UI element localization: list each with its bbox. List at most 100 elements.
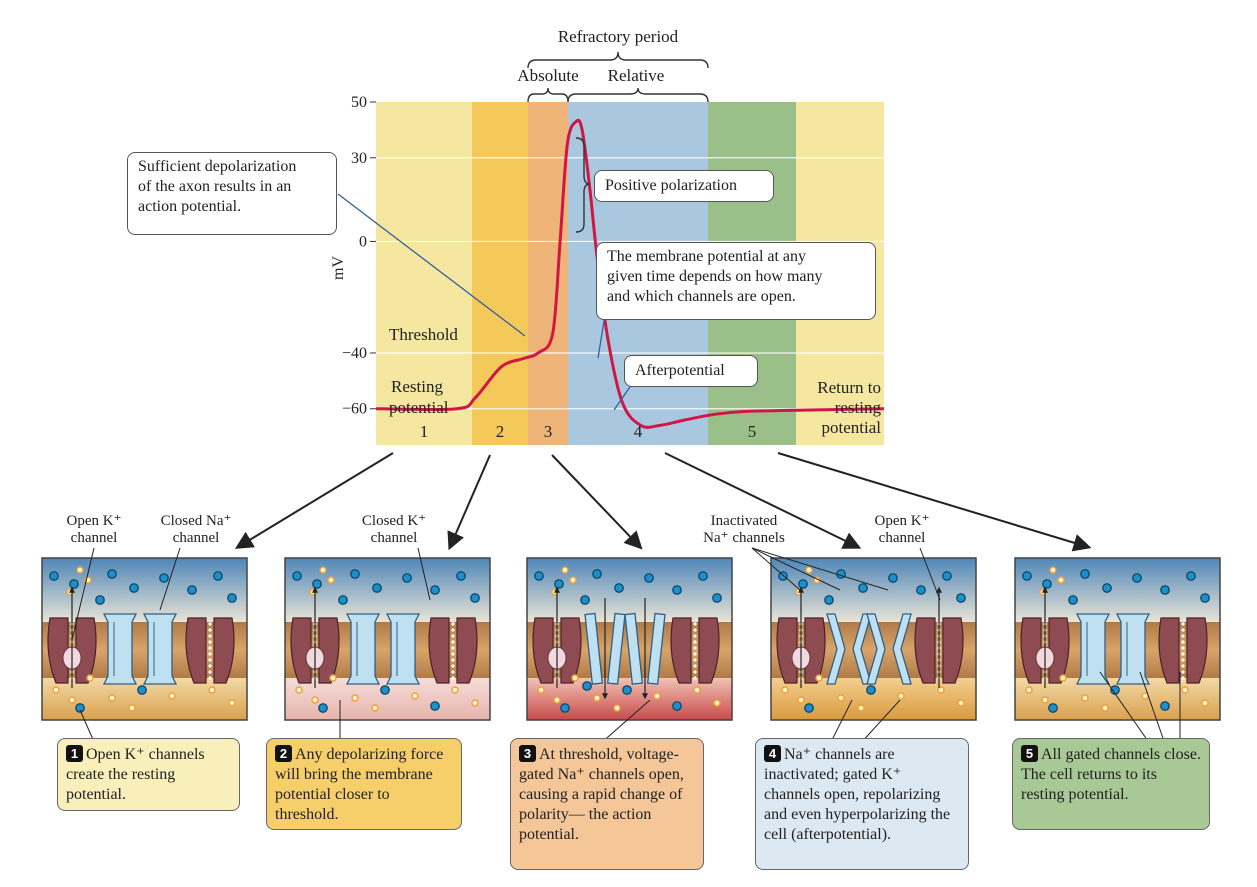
- resting-label-2: potential: [389, 398, 449, 417]
- k-channel-half: [532, 617, 554, 684]
- k-channel-half: [914, 617, 936, 684]
- na-channel: [1075, 613, 1111, 685]
- na-ion: [75, 703, 85, 713]
- callout-text: Positive polarization: [605, 177, 737, 194]
- intracellular-region: [771, 678, 976, 720]
- k-channel-half: [185, 617, 207, 684]
- callout-line: of the axon results in an: [138, 178, 292, 195]
- channel-pore-dot: [693, 634, 697, 638]
- k-ion: [68, 696, 76, 704]
- channel-panel-1: [41, 557, 248, 721]
- na-channel-wall: [624, 612, 644, 685]
- channel-pore-dot: [208, 652, 212, 656]
- label-line: channel: [370, 530, 418, 546]
- na-ion: [712, 593, 722, 603]
- na-channel: [345, 613, 381, 685]
- intracellular-region: [1015, 678, 1220, 720]
- k-ion: [76, 566, 84, 574]
- na-ion: [582, 681, 592, 691]
- na-channel: [142, 613, 178, 685]
- na-channel-wall: [826, 613, 846, 685]
- na-ion: [227, 593, 237, 603]
- k-ion: [1081, 694, 1089, 702]
- leader-line: [159, 547, 181, 611]
- panel-border: [1014, 557, 1221, 721]
- channel-pore-dot: [693, 652, 697, 656]
- na-ion: [1042, 579, 1052, 589]
- leader-line: [1099, 671, 1151, 745]
- na-ion: [888, 573, 898, 583]
- k-channel-half: [804, 617, 826, 684]
- label-line: Closed Na⁺: [160, 513, 232, 529]
- na-ion: [292, 571, 302, 581]
- closed-na-channel-label: Closed Na⁺ channel: [146, 513, 246, 547]
- k-ion: [1181, 686, 1189, 694]
- step-text: All gated channels close. The cell retur…: [1021, 746, 1201, 803]
- label-line: channel: [70, 530, 118, 546]
- k-ion: [311, 696, 319, 704]
- k-ion: [1201, 699, 1209, 707]
- label-line: channel: [878, 530, 926, 546]
- k-ion: [797, 696, 805, 704]
- phase-number: 2: [496, 422, 505, 441]
- channel-pore-dot: [451, 634, 455, 638]
- na-channel-wall: [606, 612, 626, 685]
- panel-leader-lines: [71, 547, 1181, 745]
- k-ion: [327, 576, 335, 584]
- intracellular-region: [42, 678, 247, 720]
- na-ion: [187, 585, 197, 595]
- phase-number: 4: [634, 422, 643, 441]
- na-ion: [69, 579, 79, 589]
- step-text: Open K⁺ channels create the resting pote…: [66, 746, 205, 803]
- channel-pore-dot: [208, 670, 212, 674]
- k-ion: [108, 694, 116, 702]
- na-ion: [430, 701, 440, 711]
- channel-pore-dot: [1181, 664, 1185, 668]
- phase-2-band: [472, 102, 528, 445]
- callout-line: The membrane potential at any: [607, 248, 807, 265]
- panel-border: [526, 557, 733, 721]
- closed-k-channel-label: Closed K⁺ channel: [354, 513, 434, 547]
- label-line: Closed K⁺: [361, 513, 427, 529]
- channel-pore-dot: [693, 640, 697, 644]
- na-ion: [456, 571, 466, 581]
- callout-line: given time depends on how many: [607, 268, 823, 285]
- na-ion: [49, 571, 59, 581]
- channel-panel-5: [1014, 557, 1221, 721]
- k-channel-half: [560, 617, 582, 684]
- phase-1-band: [376, 102, 472, 445]
- callout-line: and which channels are open.: [607, 288, 796, 305]
- k-channel-half: [47, 617, 69, 684]
- label-line: Na⁺ channels: [703, 530, 785, 546]
- na-ion: [1200, 593, 1210, 603]
- channel-pore-dot: [693, 664, 697, 668]
- y-tick-label: −60: [342, 401, 367, 418]
- channel-pore-dot: [1181, 640, 1185, 644]
- k-ion: [561, 566, 569, 574]
- k-ion: [295, 686, 303, 694]
- na-ion: [534, 571, 544, 581]
- y-tick-label: 30: [351, 150, 367, 167]
- step-number: 1: [66, 745, 83, 762]
- k-channel-half: [698, 617, 720, 684]
- k-ion: [653, 692, 661, 700]
- channel-pore-dot: [1181, 646, 1185, 650]
- na-ion: [804, 703, 814, 713]
- k-ion: [471, 699, 479, 707]
- k-ion: [351, 694, 359, 702]
- label-line: Open K⁺: [66, 513, 122, 529]
- k-ion: [1059, 674, 1067, 682]
- k-ion: [593, 694, 601, 702]
- na-ion: [137, 685, 147, 695]
- channel-pore-dot: [693, 622, 697, 626]
- channel-pore-dot: [208, 640, 212, 644]
- k-channel-half: [428, 617, 450, 684]
- k-channel-half: [213, 617, 235, 684]
- refractory-period-label: Refractory period: [558, 27, 679, 46]
- leader-line: [751, 547, 841, 591]
- step-text: At threshold, voltage-gated Na⁺ channels…: [519, 746, 684, 843]
- membrane-potential-callout: The membrane potential at any given time…: [596, 242, 876, 320]
- return-label-2: resting: [835, 398, 882, 417]
- refractory-bracket: [527, 51, 709, 103]
